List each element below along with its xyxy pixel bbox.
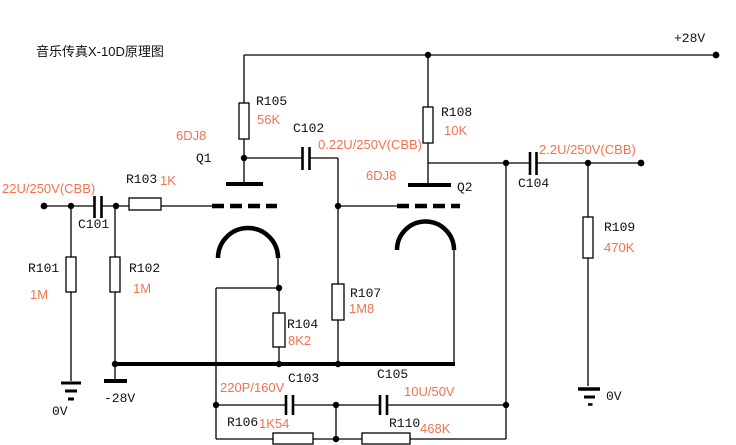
label-c104-value: 2.2U/250V(CBB): [539, 142, 636, 157]
label-c105-value: 10U/50V: [404, 384, 455, 399]
resistor-r103-symbol: [128, 197, 162, 211]
capacitor-c105-symbol: [378, 395, 389, 415]
label-r102-value: 1M: [133, 281, 152, 296]
tube-q2-symbol: [394, 183, 460, 251]
label-c102-value: 0.22U/250V(CBB): [318, 137, 423, 152]
capacitor-c103-symbol: [284, 395, 295, 415]
label-q2-type: 6DJ8: [366, 168, 397, 183]
capacitor-symbols: [93, 147, 538, 415]
resistor-r109-symbol: [582, 216, 594, 259]
label-r107-ref: R107: [350, 286, 382, 301]
label-c103-value: 220P/160V: [220, 380, 285, 395]
capacitor-c102-symbol: [301, 147, 311, 170]
resistor-r110-symbol: [361, 432, 411, 445]
ground-left-symbol: [61, 381, 81, 401]
label-r105-value: 56K: [257, 112, 281, 127]
label-r102-ref: R102: [129, 261, 161, 276]
resistor-r104-symbol: [272, 312, 286, 348]
resistor-r107-symbol: [331, 283, 345, 321]
label-r105-ref: R105: [256, 94, 288, 109]
junction-dots: [40, 51, 720, 443]
label-r101-value: 1M: [30, 287, 49, 302]
label-c101-value: 22U/250V(CBB): [2, 181, 96, 196]
label-r106-ref: R106: [227, 415, 259, 430]
output-terminal-dot: [637, 159, 645, 167]
label-r104-ref: R104: [287, 317, 319, 332]
label-gnd-left: 0V: [52, 404, 68, 419]
vplus-terminal-dot: [712, 51, 720, 59]
label-r103-value: 1K: [160, 173, 176, 188]
label-c102-ref: C102: [293, 121, 325, 136]
capacitor-c104-symbol: [528, 152, 538, 175]
label-c101-ref: C101: [78, 217, 110, 232]
capacitor-c101-symbol: [93, 196, 103, 218]
label-r108-value: 10K: [444, 123, 468, 138]
label-vminus: -28V: [104, 391, 136, 406]
tube-q1-symbol: [212, 182, 281, 259]
resistor-r101-symbol: [65, 256, 77, 293]
label-c103-ref: C103: [288, 371, 320, 386]
label-gnd-right: 0V: [606, 389, 622, 404]
input-terminal-dot: [40, 202, 48, 210]
label-r108-ref: R108: [441, 105, 473, 120]
label-vplus: +28V: [674, 31, 706, 46]
label-q1-type: 6DJ8: [176, 128, 207, 143]
label-q1-designator: Q1: [196, 151, 212, 166]
resistor-r108-symbol: [422, 106, 434, 144]
label-r110-ref: R110: [389, 416, 421, 431]
label-r104-value: 8K2: [288, 333, 312, 348]
resistor-r105-symbol: [238, 102, 250, 140]
ground-right-symbol: [578, 387, 600, 406]
label-c105-ref: C105: [377, 367, 409, 382]
resistor-r102-symbol: [109, 256, 121, 293]
label-r101-ref: R101: [28, 261, 60, 276]
label-r110-value: 468K: [420, 421, 451, 436]
label-q2-designator: Q2: [457, 180, 473, 195]
label-r107-value: 1M8: [349, 301, 375, 316]
label-r106-value: 1K54: [259, 416, 290, 431]
label-r109-ref: R109: [604, 220, 636, 235]
q1-cathode-arc: [215, 225, 281, 259]
resistor-r106-symbol: [272, 432, 314, 445]
label-c104-ref: C104: [518, 176, 550, 191]
schematic-title: 音乐传真X-10D原理图: [36, 44, 164, 59]
label-r103-ref: R103: [126, 172, 158, 187]
label-r109-value: 470K: [604, 240, 635, 255]
q2-cathode-arc: [394, 219, 457, 251]
resistor-symbols: [65, 102, 594, 445]
